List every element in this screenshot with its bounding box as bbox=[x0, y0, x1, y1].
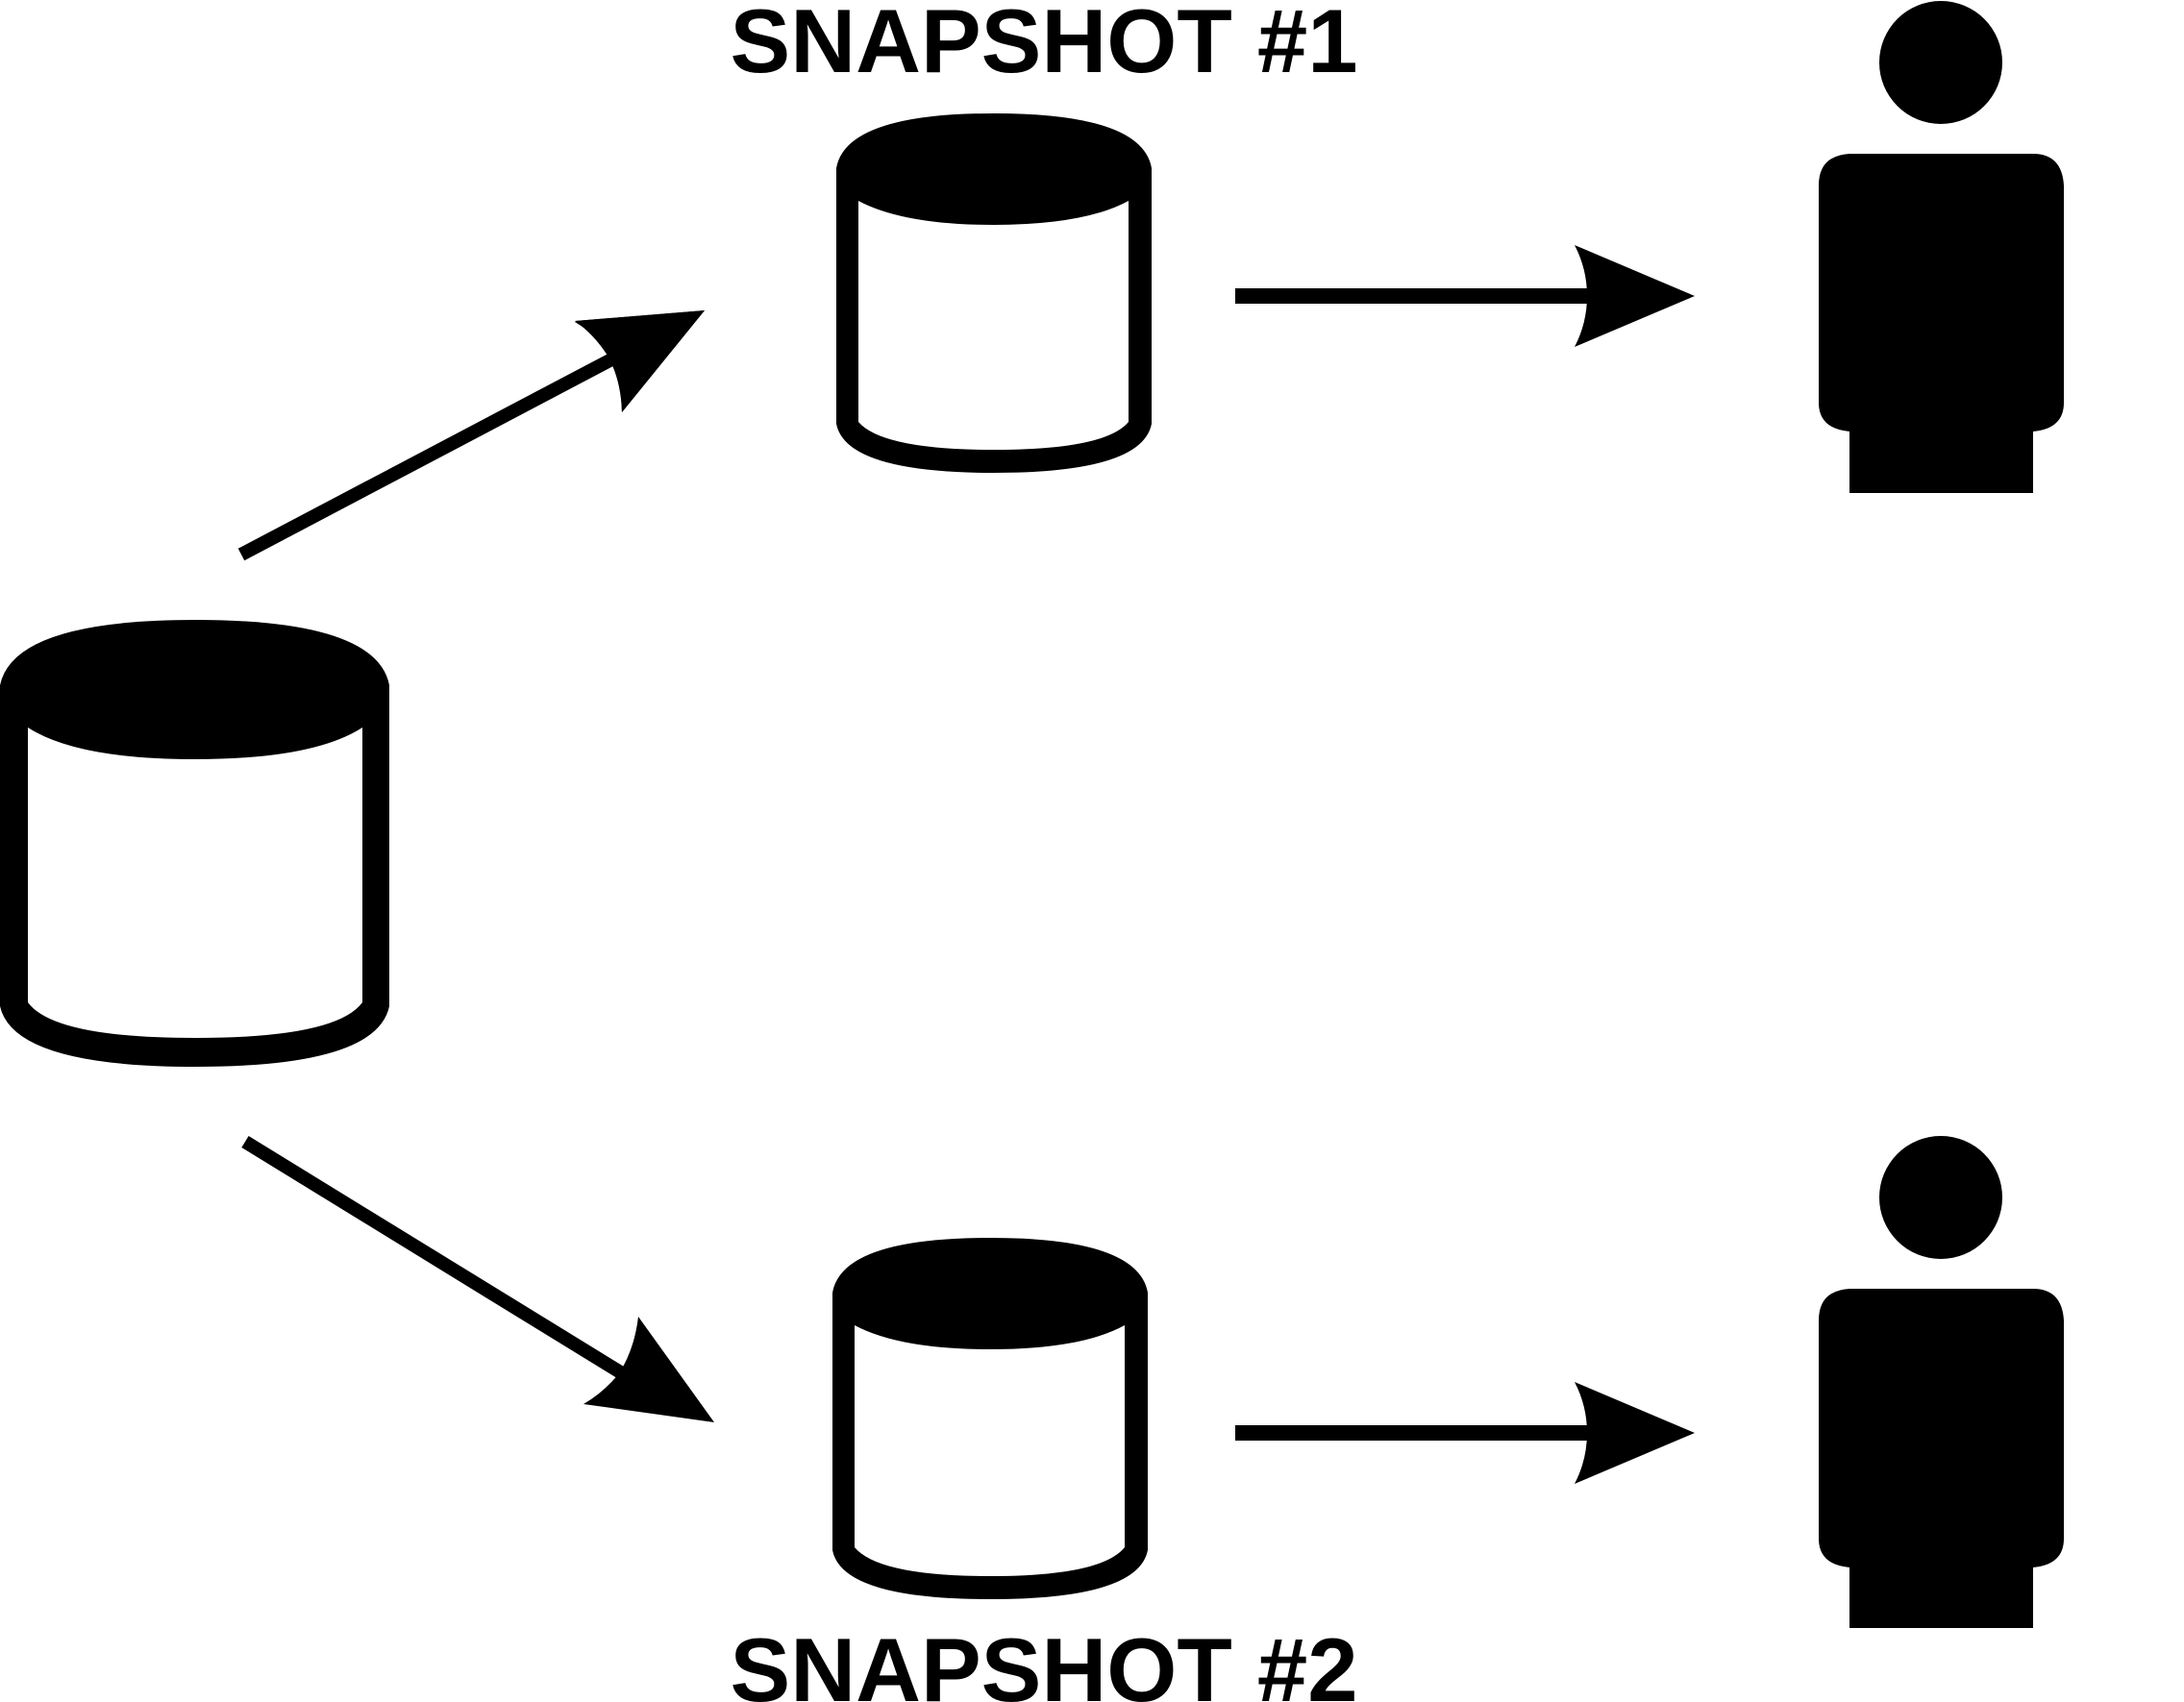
arrow-snapshot-1-to-user-1 bbox=[1235, 245, 1695, 347]
snapshot-1-database-icon bbox=[836, 113, 1152, 473]
snapshot-2-database-icon bbox=[832, 1238, 1148, 1599]
arrow-snapshot-2-to-user-2 bbox=[1235, 1382, 1695, 1484]
source-database-icon bbox=[0, 620, 389, 1067]
snapshot-1-label: SNAPSHOT #1 bbox=[731, 0, 1358, 91]
snapshot-2-label: SNAPSHOT #2 bbox=[731, 1619, 1358, 1702]
user-2-person-icon bbox=[1819, 1136, 2064, 1628]
arrow-source-to-snapshot-1 bbox=[237, 310, 705, 561]
arrow-source-to-snapshot-2 bbox=[241, 1136, 714, 1422]
user-1-person-icon bbox=[1819, 1, 2064, 493]
